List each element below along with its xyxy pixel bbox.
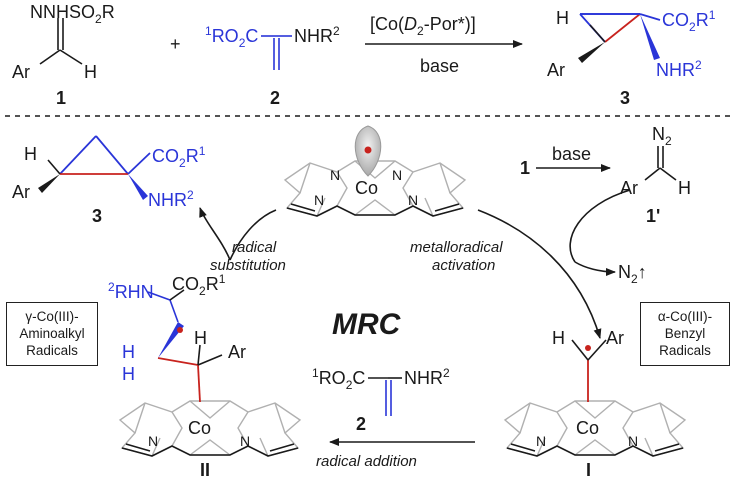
- svg-text:I: I: [586, 460, 591, 479]
- cobalt-porphyrin-catalyst: Co N N N N: [284, 125, 466, 217]
- compound-3-number: 3: [620, 88, 630, 108]
- svg-text:CO2R1: CO2R1: [662, 8, 716, 34]
- svg-text:II: II: [200, 460, 210, 479]
- svg-text:NHR2: NHR2: [148, 188, 194, 210]
- label-radical-addition: radical addition: [316, 453, 417, 470]
- svg-text:2: 2: [356, 414, 366, 434]
- svg-text:3: 3: [92, 206, 102, 226]
- svg-text:N: N: [536, 433, 546, 449]
- svg-text:NNHSO2R: NNHSO2R: [30, 2, 115, 26]
- svg-text:NHR2: NHR2: [404, 366, 450, 388]
- gamma-radical-box: γ-Co(III)- Aminoalkyl Radicals: [6, 302, 98, 366]
- aryl-label: Ar: [12, 62, 30, 82]
- label-radical-substitution-1: radical: [232, 239, 277, 256]
- svg-text:H: H: [122, 342, 135, 362]
- svg-text:H: H: [194, 328, 207, 348]
- svg-text:NHR2: NHR2: [294, 24, 340, 46]
- svg-text:1': 1': [646, 206, 660, 226]
- compound-2-number: 2: [270, 88, 280, 108]
- alpha-box-line-2: Benzyl: [664, 326, 706, 341]
- gamma-box-line-2: Aminoalkyl: [19, 326, 85, 341]
- svg-text:1: 1: [520, 158, 530, 178]
- svg-text:N: N: [240, 433, 250, 449]
- svg-text:Co: Co: [188, 418, 211, 438]
- svg-text:H: H: [678, 178, 691, 198]
- alpha-box-line-1: α-Co(III)-: [657, 309, 713, 324]
- reactant-2-dehydroalanine: 1RO2C NHR2 2: [205, 24, 340, 108]
- mrc-center-label: MRC: [332, 308, 402, 341]
- svg-text:H: H: [556, 8, 569, 28]
- diazo-formation: 1 base N2 Ar H 1': [520, 124, 691, 226]
- n2-release: N2↑: [618, 262, 647, 286]
- svg-text:N: N: [392, 167, 402, 183]
- hydrazone-text: NNHSO: [30, 2, 95, 22]
- svg-text:Ar: Ar: [620, 178, 638, 198]
- gamma-box-line-1: γ-Co(III)-: [25, 309, 79, 324]
- label-radical-substitution-2: substitution: [210, 257, 286, 274]
- svg-text:base: base: [552, 144, 591, 164]
- label-metalloradical-1: metalloradical: [410, 239, 503, 256]
- svg-text:1RO2C: 1RO2C: [312, 366, 365, 392]
- svg-text:H: H: [24, 144, 37, 164]
- plus-sign: +: [170, 34, 181, 54]
- intermediate-II: 2RHN CO2R1 H H H Ar Co N N II: [108, 272, 301, 479]
- gamma-box-line-3: Radicals: [26, 343, 78, 358]
- svg-text:Ar: Ar: [12, 182, 30, 202]
- svg-text:1RO2C: 1RO2C: [205, 24, 258, 50]
- reactant-1-hydrazone: NNHSO2R Ar H 1: [12, 2, 115, 108]
- svg-text:NHR2: NHR2: [656, 58, 702, 80]
- intermediate-I: H Ar Co N N I: [504, 328, 686, 479]
- reaction-conditions: [Co(D2-Por*)] base: [365, 14, 523, 76]
- product-3-cyclopropane: H Ar CO2R1 NHR2 3: [547, 8, 716, 108]
- svg-text:CO2R1: CO2R1: [152, 144, 206, 170]
- hydrogen-label: H: [84, 62, 97, 82]
- svg-text:Co: Co: [576, 418, 599, 438]
- svg-text:N: N: [408, 192, 418, 208]
- cycle-reagent-2: 1RO2C NHR2 2: [312, 366, 450, 434]
- base-condition: base: [420, 56, 459, 76]
- svg-text:N2: N2: [652, 124, 672, 148]
- cycle-product-3: H Ar CO2R1 NHR2 3: [12, 135, 206, 226]
- svg-text:Co: Co: [355, 178, 378, 198]
- compound-1-number: 1: [56, 88, 66, 108]
- cycle-arrows: [199, 189, 631, 446]
- svg-text:CO2R1: CO2R1: [172, 272, 226, 298]
- alpha-radical-box: α-Co(III)- Benzyl Radicals: [640, 302, 730, 366]
- svg-text:Ar: Ar: [606, 328, 624, 348]
- svg-text:[Co(D2-Por*)]: [Co(D2-Por*)]: [370, 14, 476, 38]
- svg-text:Ar: Ar: [547, 60, 565, 80]
- svg-text:N: N: [148, 433, 158, 449]
- svg-text:H: H: [122, 364, 135, 384]
- label-metalloradical-2: activation: [432, 257, 495, 274]
- svg-text:Ar: Ar: [228, 342, 246, 362]
- svg-text:N: N: [330, 167, 340, 183]
- svg-text:H: H: [552, 328, 565, 348]
- svg-text:N: N: [314, 192, 324, 208]
- svg-text:2RHN: 2RHN: [108, 280, 154, 302]
- svg-text:N: N: [628, 433, 638, 449]
- alpha-box-line-3: Radicals: [659, 343, 711, 358]
